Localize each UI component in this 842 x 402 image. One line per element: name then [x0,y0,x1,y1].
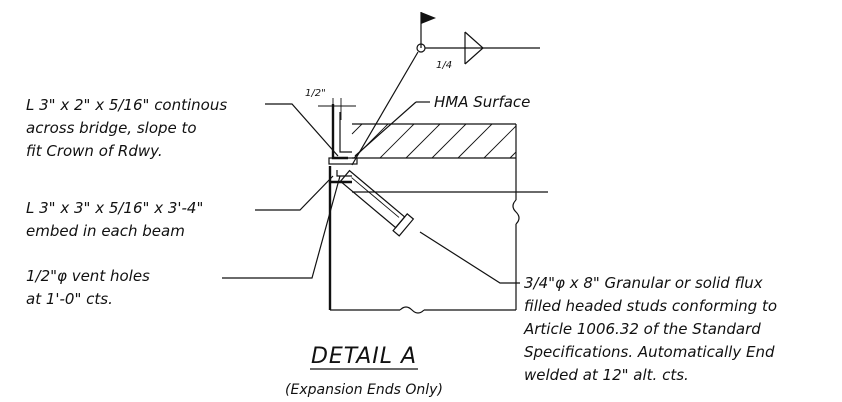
studs-note-line1: 3/4"φ x 8" Granular or solid flux [524,274,763,292]
steel-angles [328,104,358,184]
stud-centerline [351,177,400,218]
angle-top-note-line1: L 3" x 2" x 5/16" continous [26,96,227,114]
studs-note-line2: filled headed studs conforming to [524,297,777,315]
embed-angle-inner [336,170,352,177]
hatch-line [379,123,415,159]
stud-head [392,213,415,237]
break-symbol-right-icon [512,199,520,225]
angle-top-note-line3: fit Crown of Rdwy. [26,142,163,160]
embed-angle-outline [328,166,352,184]
hatch-line [457,123,493,159]
weld-size-label: 1/4 [436,60,452,71]
hma-surface-block [351,123,517,159]
dim-half-label: 1/2" [305,88,326,99]
vent-leader [222,175,341,279]
studs-note-line3: Article 1006.32 of the Standard [523,320,761,338]
studs-note-line5: welded at 12" alt. cts. [524,366,689,384]
top-angle-inner [339,112,352,153]
detail-subtitle: (Expansion Ends Only) [285,382,443,398]
break-symbol-bottom-icon [399,306,425,314]
top-angle-leader [265,103,339,157]
hatch-line [431,123,467,159]
weld-symbol: 1/4 [351,12,540,166]
field-weld-flag-icon [421,12,436,24]
vent-note-line2: at 1'-0" cts. [26,290,113,308]
top-angle-base [328,157,358,165]
angle-top-note-line2: across bridge, slope to [26,119,197,137]
leader-lines [222,101,520,284]
vent-note-line1: 1/2"φ vent holes [26,267,150,285]
detail-title: DETAIL A [311,344,417,369]
half-inch-dimension: 1/2" [305,88,356,120]
hatch-line [405,123,441,159]
stud-leader [419,231,520,284]
embed-angle-leader [255,175,334,211]
hma-hatching [351,123,517,159]
hatch-line [351,123,363,135]
stud-shank [339,169,406,229]
weld-leader-line [351,51,419,166]
headed-stud [339,169,415,237]
angle-embed-note-line1: L 3" x 3" x 5/16" x 3'-4" [26,199,203,217]
angle-embed-note-line2: embed in each beam [26,222,185,240]
beam-outline [328,158,548,314]
fillet-weld-symbol-icon [464,31,484,65]
hatch-line [509,151,517,159]
hma-surface-label: HMA Surface [434,93,530,111]
studs-note-line4: Specifications. Automatically End [524,343,775,361]
hma-leader [354,101,417,157]
hatch-line [483,125,517,159]
